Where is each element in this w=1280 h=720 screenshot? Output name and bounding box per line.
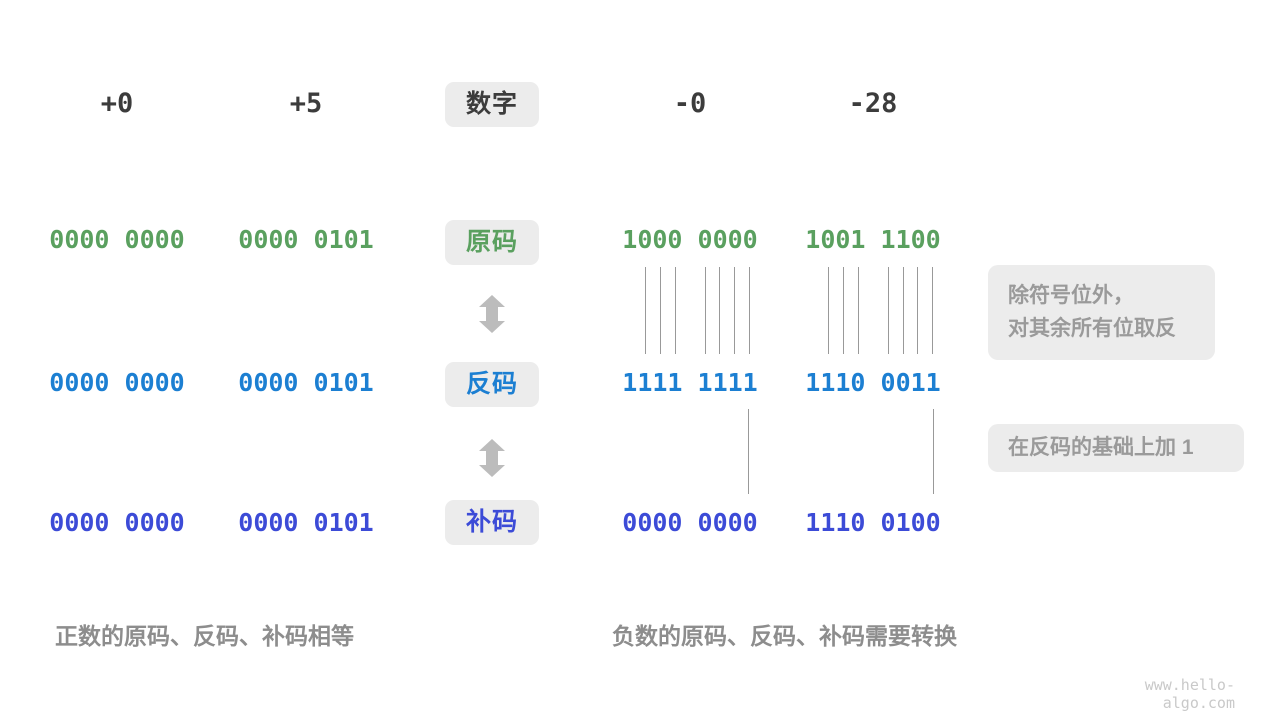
header-number-minus-28: -28 [848, 88, 898, 119]
ones-complement-value-plus-five: 0000 0101 [238, 368, 374, 397]
header-number-plus-five: +5 [289, 88, 323, 119]
watermark-url: www.hello-algo.com [1144, 676, 1235, 712]
tag-ones-complement: 反码 [445, 362, 539, 407]
tick-line [734, 267, 735, 354]
add-one-line-minus-zero [748, 409, 749, 494]
twos-complement-value-plus-five: 0000 0101 [238, 508, 374, 537]
tick-line [843, 267, 844, 354]
sign-magnitude-value-minus-28: 1001 1100 [805, 225, 941, 254]
ones-complement-value-minus-28: 1110 0011 [805, 368, 941, 397]
sign-magnitude-value-plus-five: 0000 0101 [238, 225, 374, 254]
note-invert-line2: 对其余所有位取反 [1008, 317, 1176, 340]
ones-complement-value-minus-zero: 1111 1111 [622, 368, 758, 397]
tag-sign-magnitude: 原码 [445, 220, 539, 265]
twos-complement-value-plus-zero: 0000 0000 [49, 508, 185, 537]
updown-arrow-icon [479, 295, 505, 333]
sign-magnitude-value-plus-zero: 0000 0000 [49, 225, 185, 254]
tick-line [749, 267, 750, 354]
twos-complement-value-minus-28: 1110 0100 [805, 508, 941, 537]
tick-line [675, 267, 676, 354]
note-invert-line1: 除符号位外， [1008, 284, 1134, 307]
sign-magnitude-value-minus-zero: 1000 0000 [622, 225, 758, 254]
tag-twos-complement: 补码 [445, 500, 539, 545]
tick-line [932, 267, 933, 354]
tick-line [903, 267, 904, 354]
add-one-line-minus-28 [933, 409, 934, 494]
note-add-one: 在反码的基础上加 1 [988, 424, 1244, 472]
tick-line [719, 267, 720, 354]
caption-positive-numbers: 正数的原码、反码、补码相等 [55, 623, 354, 649]
tick-line [705, 267, 706, 354]
tick-line [660, 267, 661, 354]
caption-negative-numbers: 负数的原码、反码、补码需要转换 [612, 623, 957, 649]
ones-complement-value-plus-zero: 0000 0000 [49, 368, 185, 397]
tick-line [828, 267, 829, 354]
updown-arrow-icon [479, 439, 505, 477]
tick-line [888, 267, 889, 354]
tag-number-label: 数字 [445, 82, 539, 127]
twos-complement-value-minus-zero: 0000 0000 [622, 508, 758, 537]
tick-line [645, 267, 646, 354]
tick-line [858, 267, 859, 354]
header-number-plus-zero: +0 [100, 88, 134, 119]
tick-line [917, 267, 918, 354]
header-number-minus-zero: -0 [673, 88, 707, 119]
note-invert-bits: 除符号位外， 对其余所有位取反 [988, 265, 1215, 360]
